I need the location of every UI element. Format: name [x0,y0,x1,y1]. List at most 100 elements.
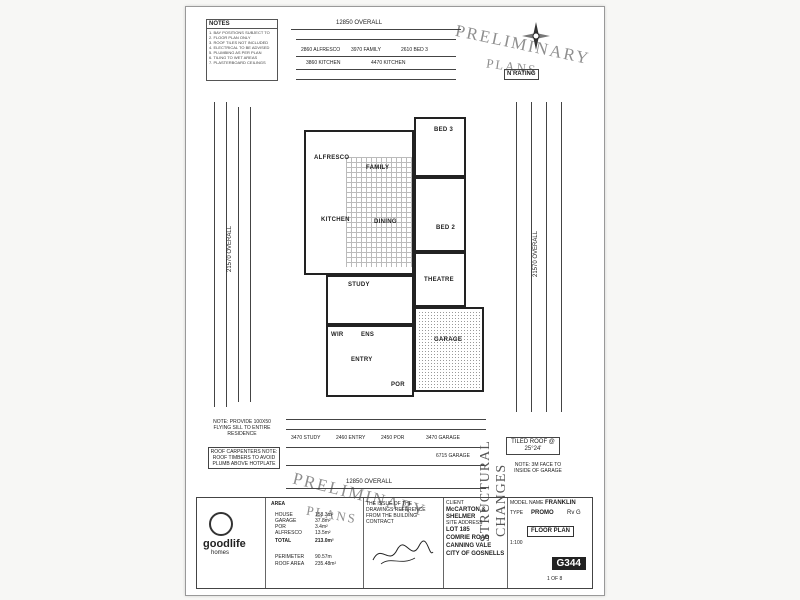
area-label: AREA [271,501,286,507]
area-value: 158.3m² [315,512,334,518]
note-item: 7. PLASTERBOARD CEILINGS [209,60,266,65]
n-rating-badge: N RATING [504,69,539,80]
note-item: 1. BAY POSITIONS SUBJECT TO [209,30,270,35]
entry-walls [326,325,414,397]
north-arrow-icon [522,22,550,50]
area-name: ALFRESCO [275,530,302,536]
address-line: CITY OF GOSNELLS [446,551,505,557]
dim-line [286,465,486,466]
study-walls [326,275,414,325]
client-label: CLIENT [446,500,464,506]
address-line: COMRIE ROAD [446,535,490,541]
sheet-title: FLOOR PLAN [527,526,574,537]
bottom-dim-row: 3470 GARAGE [426,435,460,441]
address-line: LOT 185 [446,527,470,533]
dim-line [531,102,532,412]
dim-line [238,107,239,402]
revision: Rv G [567,510,581,516]
note-item: 2. FLOOR PLAN ONLY [209,35,251,40]
drawing-number: G344 [551,557,586,570]
garage-walls [414,307,484,392]
perimeter-label: PERIMETER [275,554,305,560]
dim-line [296,39,456,40]
dim-line [286,429,486,430]
area-value: 13.5m² [315,530,331,536]
area-name: HOUSE [275,512,293,518]
dim-line [296,56,456,57]
dim-line [286,447,486,448]
theatre-walls [414,252,466,307]
bottom-dim-row: 3470 STUDY [291,435,321,441]
room-label-wir: WIR [331,332,344,338]
room-label-bed2: BED 2 [436,225,456,231]
room-label-kitchen: KITCHEN [321,217,350,223]
dim-line [226,102,227,407]
title-block: goodlife homes AREA HOUSE 158.3m² GARAGE… [196,497,593,589]
top-dim-row: 3860 KITCHEN [306,60,341,66]
dim-line [546,102,547,412]
alfresco-kitchen-block [304,130,414,275]
bottom-dim-row: 6715 GARAGE [436,453,470,459]
roof-area-value: 235.48m² [315,561,337,567]
disclaimer-text: THE ISSUE OF THE DRAWINGS REFERENCE FROM… [366,501,426,525]
drawing-sheet: NOTES 1. BAY POSITIONS SUBJECT TO 2. FLO… [185,6,605,596]
room-label-family: FAMILY [366,165,390,171]
bottom-dim-row: 2460 ENTRY [336,435,366,441]
garage-face-note: NOTE: 3M FACE TO INSIDE OF GARAGE [514,462,562,474]
room-label-dining: DINING [374,219,397,225]
room-label-bed3: BED 3 [434,127,454,133]
top-dim-row: 2860 ALFRESCO [301,47,341,53]
bed3-walls [414,117,466,177]
left-overall-dim: 21570 OVERALL [227,225,233,272]
top-dim-row: 3970 FAMILY [351,47,381,53]
top-dim-row: 4470 KITCHEN [371,60,406,66]
area-value: 213.0m² [315,538,334,544]
notes-title: NOTES [207,20,277,29]
notes-box: NOTES 1. BAY POSITIONS SUBJECT TO 2. FLO… [206,19,278,81]
company-name: goodlife [203,538,246,550]
type-value: PROMO [531,510,554,516]
note-item: 6. TILING TO WET AREAS [209,55,258,60]
dim-line [214,102,215,407]
tiled-roof-note: TILED ROOF @ 25°24' [506,437,560,455]
roof-carpenters-note: ROOF CARPENTERS NOTE: ROOF TIMBERS TO AV… [208,447,280,469]
area-name: TOTAL [275,538,292,544]
area-value: 3.4m² [315,524,328,530]
dim-line [286,488,486,489]
bed2-walls [414,177,466,252]
room-label-theatre: THEATRE [424,277,454,283]
perimeter-value: 90.57m [315,554,332,560]
area-name: GARAGE [275,518,297,524]
model-label: MODEL NAME [510,500,544,506]
area-name: POR [275,524,286,530]
dim-line [516,102,517,412]
area-value: 37.8m² [315,518,331,524]
bottom-dim-row: 2450 POR [381,435,405,441]
signature-icon [372,540,434,565]
room-label-garage: GARAGE [434,337,463,343]
company-cell: goodlife homes [197,498,266,588]
room-label-alfresco: ALFRESCO [314,155,350,161]
room-label-por: POR [391,382,405,388]
sheet-number: 1 OF 8 [547,576,563,582]
garage-floor [418,311,480,388]
note-item: 5. PLUMBING AS PER PLAN [209,50,262,55]
room-label-entry: ENTRY [351,357,373,363]
dim-line [286,419,486,420]
goodlife-logo-icon [209,512,233,536]
company-sub: homes [211,550,230,556]
room-label-ens: ENS [361,332,375,338]
top-dim-row: 2610 BED 3 [401,47,428,53]
tiled-area [346,157,412,267]
model-cell: MODEL NAME FRANKLIN TYPE PROMO Rv G FLOO… [507,498,592,588]
notes-list: 1. BAY POSITIONS SUBJECT TO 2. FLOOR PLA… [207,30,277,65]
scale: 1:100 [510,540,523,546]
dim-line [561,102,562,412]
note-item: 4. ELECTRICAL TO BE ADVISED [209,45,270,50]
client-name: McCARTON & SHELMER [446,507,486,520]
dim-line [250,107,251,402]
top-overall-dim: 12850 OVERALL [336,20,383,26]
disclaimer-cell: THE ISSUE OF THE DRAWINGS REFERENCE FROM… [363,498,444,588]
type-label: TYPE [510,510,524,516]
right-overall-dim: 21570 OVERALL [533,230,539,277]
